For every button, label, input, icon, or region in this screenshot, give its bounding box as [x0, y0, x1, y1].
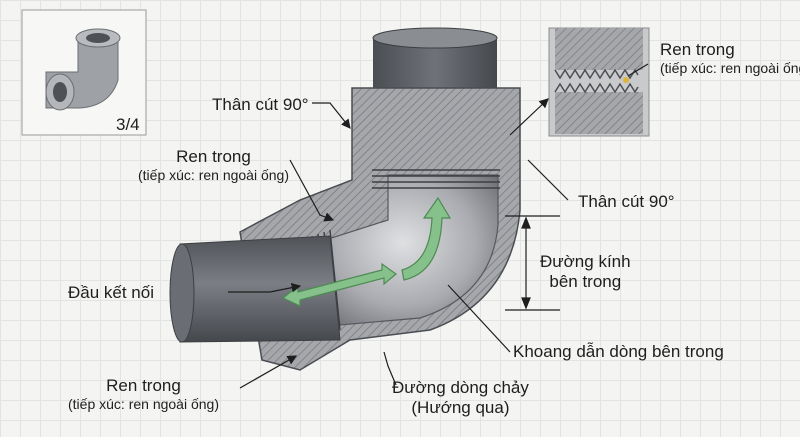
label-body-top: Thân cút 90° [212, 95, 309, 114]
label-thread-left: Ren trong (tiếp xúc: ren ngoài ống) [138, 147, 289, 183]
label-inner-channel: Khoang dẫn dòng bên trong [513, 342, 724, 361]
label-connector: Đầu kết nối [68, 283, 154, 302]
small-elbow-icon [45, 28, 121, 111]
thread-detail-panel [548, 27, 650, 137]
leader-lines [228, 63, 649, 389]
label-thread-detail-title: Ren trong [660, 40, 735, 59]
label-thread-detail: Ren trong (tiếp xúc: ren ngoài ống) [660, 40, 800, 76]
label-thread-bottom-title: Ren trong [106, 376, 181, 395]
label-flow-path-line2: (Hướng qua) [411, 397, 510, 417]
label-thread-detail-sub: (tiếp xúc: ren ngoài ống) [660, 59, 800, 76]
label-flow-path-line1: Đường dòng chảy [392, 378, 529, 397]
label-inner-diameter-line1: Đường kính [540, 252, 631, 271]
inset-size-label: 3/4 [116, 115, 140, 134]
label-flow-path: Đường dòng chảy (Hướng qua) [392, 378, 529, 417]
label-thread-bottom-sub: (tiếp xúc: ren ngoài ống) [68, 395, 219, 412]
inner-channel [324, 174, 499, 326]
label-thread-bottom: Ren trong (tiếp xúc: ren ngoài ống) [68, 376, 219, 412]
connector-pipe [169, 235, 341, 343]
label-inner-diameter-line2: bên trong [549, 271, 622, 291]
diameter-dimension [505, 215, 560, 311]
label-inner-diameter: Đường kính bên trong [540, 252, 631, 291]
inset-panel [21, 9, 147, 136]
label-thread-left-sub: (tiếp xúc: ren ngoài ống) [138, 166, 289, 183]
label-thread-left-title: Ren trong [176, 147, 251, 166]
label-body-right: Thân cút 90° [578, 192, 675, 211]
